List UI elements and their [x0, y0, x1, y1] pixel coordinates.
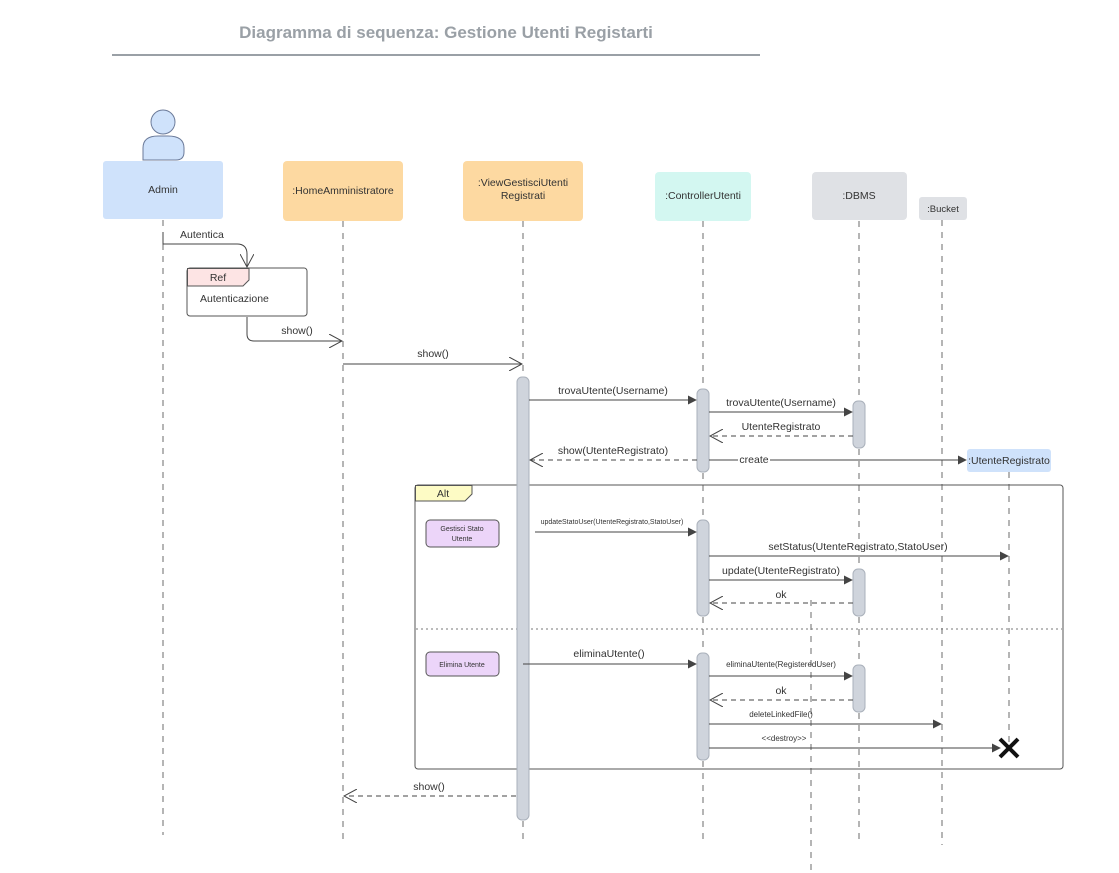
- participant-view-label-line1: :ViewGestisciUtenti: [478, 177, 568, 189]
- message-show-1: [246, 317, 342, 341]
- alt-frame-box: [414, 484, 1064, 770]
- actor-head-icon: [150, 109, 176, 135]
- message-create-label: create: [739, 454, 768, 466]
- message-autentica: [162, 232, 247, 267]
- message-ok-return-2-label: ok: [775, 685, 787, 697]
- activation-controller-2: [696, 519, 710, 617]
- participant-view-label-line2: Registrati: [501, 190, 545, 202]
- participant-home-box: [283, 161, 403, 221]
- ref-frame: Ref Autenticazione: [186, 267, 308, 317]
- activation-dbms-3: [852, 664, 866, 713]
- participant-bucket-box: [919, 197, 967, 220]
- message-update-stato-user-label: updateStatoUser(UtenteRegistrato,StatoUs…: [541, 519, 684, 526]
- message-show-3-return-label: show(): [413, 781, 445, 793]
- ref-frame-tag: [187, 268, 250, 287]
- participant-view[interactable]: :ViewGestisciUtenti Registrati: [463, 161, 583, 221]
- message-show-2-label: show(): [417, 348, 449, 360]
- message-show-1-label: show(): [281, 325, 313, 337]
- message-trova-utente-1-label: trovaUtente(Username): [558, 385, 668, 397]
- message-set-status-label: setStatus(UtenteRegistrato,StatoUser): [768, 541, 947, 553]
- participant-utente-registrato[interactable]: :UtenteRegistrato: [967, 449, 1051, 472]
- actor-admin[interactable]: Admin: [103, 109, 223, 219]
- participant-utente-registrato-box: [967, 449, 1051, 472]
- message-autentica-label: Autentica: [180, 229, 224, 241]
- message-ok-return-1-label: ok: [775, 589, 787, 601]
- message-elimina-utente-label: eliminaUtente(): [573, 648, 644, 660]
- message-trova-utente-2-label: trovaUtente(Username): [726, 397, 836, 409]
- guard-gestisci-stato-line2: Utente: [452, 536, 473, 543]
- participant-dbms-box: [812, 172, 907, 220]
- activation-dbms-2: [852, 568, 866, 617]
- participant-dbms-label: :DBMS: [842, 190, 875, 202]
- participant-admin-label: Admin: [148, 184, 178, 196]
- guard-gestisci-stato-line1: Gestisci Stato: [440, 526, 483, 533]
- message-destroy-label: <<destroy>>: [762, 734, 807, 743]
- message-update-label: update(UtenteRegistrato): [722, 565, 840, 577]
- destroy-x-icon: [998, 737, 1020, 759]
- message-utente-registrato-return-label: UtenteRegistrato: [742, 421, 821, 433]
- participant-dbms[interactable]: :DBMS: [812, 172, 907, 220]
- participant-controller-box: [655, 172, 751, 221]
- participant-bucket-label: :Bucket: [927, 204, 959, 215]
- participant-utente-registrato-label: :UtenteRegistrato: [968, 455, 1050, 467]
- message-delete-linked-file-label: deleteLinkedFile(): [749, 710, 813, 719]
- ref-frame-label: Autenticazione: [200, 293, 269, 305]
- guard-elimina-utente: [425, 651, 500, 677]
- message-elimina-registered-label: eliminaUtente(RegisteredUser): [726, 660, 836, 669]
- participant-bucket[interactable]: :Bucket: [919, 197, 967, 220]
- activation-controller-1: [696, 388, 710, 473]
- alt-frame-tag: [415, 485, 473, 502]
- participant-admin-box: [103, 161, 223, 219]
- guard-gestisci-stato: [425, 519, 500, 548]
- alt-frame-tag-label: Alt: [437, 488, 449, 500]
- participant-view-box: [463, 161, 583, 221]
- message-show-utente-return-label: show(UtenteRegistrato): [558, 445, 668, 457]
- participant-home[interactable]: :HomeAmministratore: [283, 161, 403, 221]
- activation-controller-3: [696, 652, 710, 761]
- participant-controller-label: :ControllerUtenti: [665, 190, 741, 202]
- message-create-label-bg: [738, 453, 770, 466]
- ref-frame-tag-label: Ref: [210, 272, 226, 284]
- activation-view: [516, 376, 530, 821]
- alt-frame: Alt Gestisci Stato Utente Elimina Utente: [414, 484, 1064, 770]
- guard-elimina-utente-label: Elimina Utente: [439, 662, 485, 669]
- actor-body-icon: [142, 135, 185, 161]
- participant-controller[interactable]: :ControllerUtenti: [655, 172, 751, 221]
- participant-home-label: :HomeAmministratore: [292, 185, 394, 197]
- diagram-title: Diagramma di sequenza: Gestione Utenti R…: [239, 23, 653, 42]
- activation-dbms-1: [852, 400, 866, 449]
